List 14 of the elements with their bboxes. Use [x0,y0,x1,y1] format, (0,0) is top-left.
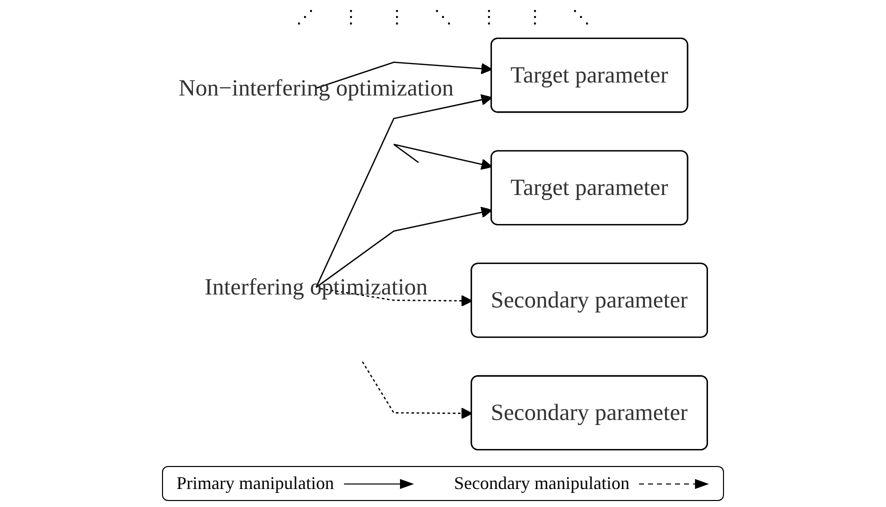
ellipsis-mark: ⋰ [296,6,314,28]
legend-text: Secondary manipulation [454,473,630,494]
ellipsis-mark: ⋮ [388,6,406,28]
arrow [316,62,492,89]
ellipsis-mark: ⋱ [434,6,452,28]
ellipsis-mark: ⋮ [342,6,360,28]
arrow [362,361,473,420]
arrow [393,144,492,170]
node-text: Non−interfering optimization [178,74,454,100]
legend-text: Primary manipulation [176,473,334,494]
ellipsis-mark: ⋮ [480,6,498,28]
ellipsis-mark: ⋱ [572,6,590,28]
ellipsis-mark: ⋮ [526,6,544,28]
arrow [316,94,492,288]
